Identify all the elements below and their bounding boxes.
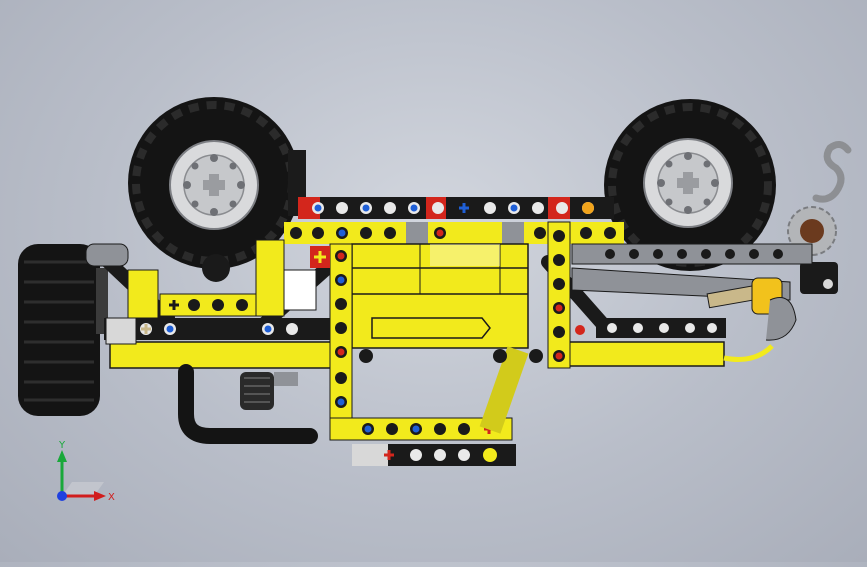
coordinate-triad: Y X [57,440,115,503]
top-beam-row[interactable] [298,197,614,219]
right-mechanics[interactable] [571,243,813,362]
exhaust-hose[interactable] [178,364,318,444]
y-axis-label: Y [58,440,66,451]
x-axis-label: X [108,492,115,503]
left-yellow-beams[interactable] [127,239,317,319]
center-body[interactable] [351,243,529,349]
second-beam-row[interactable] [284,222,624,246]
z-axis-dot [57,491,67,501]
frame-pins [202,254,585,363]
rear-left-wheel[interactable] [128,97,306,269]
lower-frame-loop[interactable] [329,346,529,466]
y-axis-arrow [57,450,67,462]
left-wheel[interactable] [18,244,108,416]
x-axis-arrow [94,491,106,501]
lower-black-beam[interactable] [104,318,350,340]
lower-frame-verticals[interactable] [310,221,571,441]
hook-and-gear[interactable] [787,141,852,294]
rear-right-wheel[interactable] [604,99,776,271]
main-frame-beam[interactable] [105,317,725,369]
